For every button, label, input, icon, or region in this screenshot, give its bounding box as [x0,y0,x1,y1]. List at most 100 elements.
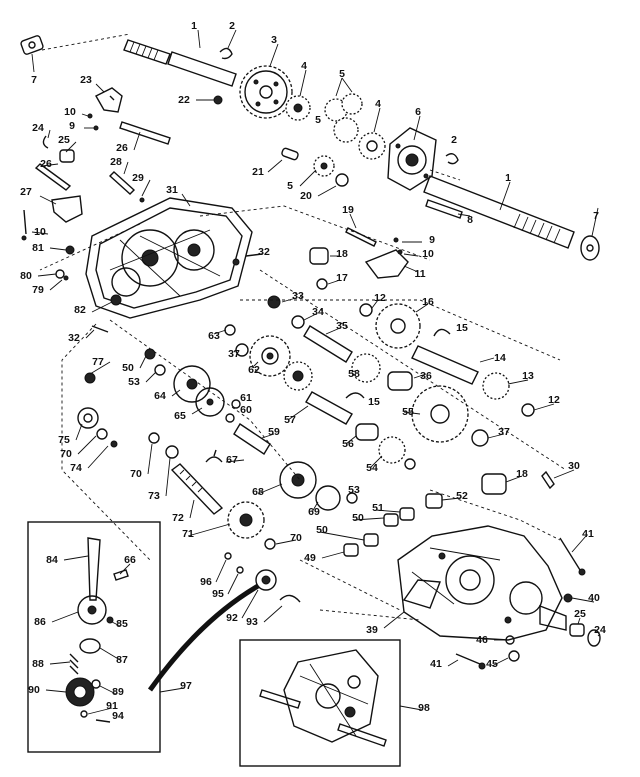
callout-93: 93 [246,616,258,628]
callout-34: 34 [312,306,324,318]
callout-9: 9 [429,234,435,246]
callout-67: 67 [226,454,238,466]
callout-19: 19 [342,204,354,216]
disk-68 [279,461,317,499]
washer-40 [563,593,573,603]
clip-24-right [587,629,601,647]
bushing-36 [387,371,413,391]
callout-24: 24 [594,624,606,636]
shaft-72 [170,463,224,515]
bolt-10-left [23,209,27,235]
gear-4-upper [285,95,311,121]
washer-96 [224,552,232,560]
bearing-33 [267,295,281,309]
callout-88: 88 [32,658,44,670]
disk-69 [315,485,341,511]
callout-24: 24 [32,122,44,134]
washer-80 [55,269,65,279]
shaft-1-right [423,175,575,249]
bushing-50-low [363,533,379,547]
callout-75: 75 [58,434,70,446]
shift-fork-23 [95,87,123,113]
gear-62 [249,335,291,377]
callout-54: 54 [366,462,378,474]
bevel-gears-5 [313,77,363,177]
pin-21 [281,147,299,161]
callout-79: 79 [32,284,44,296]
callout-45: 45 [486,658,498,670]
washer-85 [106,616,114,624]
washer-95 [236,566,244,574]
callout-57: 57 [284,414,296,426]
bushing-25-right [569,623,585,637]
screw-91 [80,710,88,718]
bushing-49 [343,543,359,557]
callout-31: 31 [166,184,178,196]
callout-20: 20 [300,190,312,202]
callout-17: 17 [336,272,348,284]
callout-68: 68 [252,486,264,498]
callout-86: 86 [34,616,46,628]
washer-70-right [264,538,276,550]
bushing-18-lower [481,473,507,495]
screw-32-lower [91,325,109,333]
callout-1: 1 [505,172,511,184]
shaft-1-left [123,39,237,87]
callout-27: 27 [20,186,32,198]
callout-16: 16 [422,296,434,308]
callout-87: 87 [116,654,128,666]
callout-29: 29 [132,172,144,184]
callout-37: 37 [498,426,510,438]
middle-upper-parts [267,227,495,385]
gear-4-right [358,132,386,160]
callout-70: 70 [130,468,142,480]
washer-53-left [154,364,166,376]
carrier-plate-6 [387,127,437,191]
callout-8: 8 [467,214,473,226]
callout-3: 3 [271,34,277,46]
ball-86 [77,595,107,625]
callout-10: 10 [34,226,46,238]
callout-36: 36 [420,370,432,382]
washer-87 [79,638,101,654]
washer-12-upper [359,303,373,317]
callout-74: 74 [70,462,82,474]
callout-70: 70 [60,448,72,460]
callout-91: 91 [106,700,118,712]
disk-65 [195,387,225,417]
callout-89: 89 [112,686,124,698]
callout-81: 81 [32,242,44,254]
callout-5: 5 [287,180,293,192]
gear-16 [375,303,421,349]
nut-50-left [144,348,156,360]
shaft-57 [305,391,353,425]
callout-12: 12 [374,292,386,304]
bolt-45 [508,650,520,662]
callout-96: 96 [200,576,212,588]
washer-70-left [96,428,108,440]
callout-28: 28 [110,156,122,168]
callout-2: 2 [229,20,235,32]
callout-41: 41 [430,658,442,670]
callout-65: 65 [174,410,186,422]
clip-93 [279,594,301,603]
top-shaft-assembly [20,33,600,261]
callout-82: 82 [74,304,86,316]
callout-90: 90 [28,684,40,696]
callout-25: 25 [574,608,586,620]
rod-26-upper [119,121,171,145]
clip-15-lower [345,392,365,399]
middle-lower-parts [224,324,535,470]
bolt-41-lower [455,653,481,665]
callout-39: 39 [366,624,378,636]
bushing-25-left [59,149,75,163]
gear-55 [411,385,469,443]
washer-7-right [580,235,600,261]
washer-61 [231,399,241,409]
callout-4: 4 [301,60,307,72]
callout-58: 58 [348,368,360,380]
right-housing-39 [397,525,601,670]
callout-2: 2 [451,134,457,146]
bushing-56 [355,423,379,441]
inset-shift-lever-box [27,521,161,753]
